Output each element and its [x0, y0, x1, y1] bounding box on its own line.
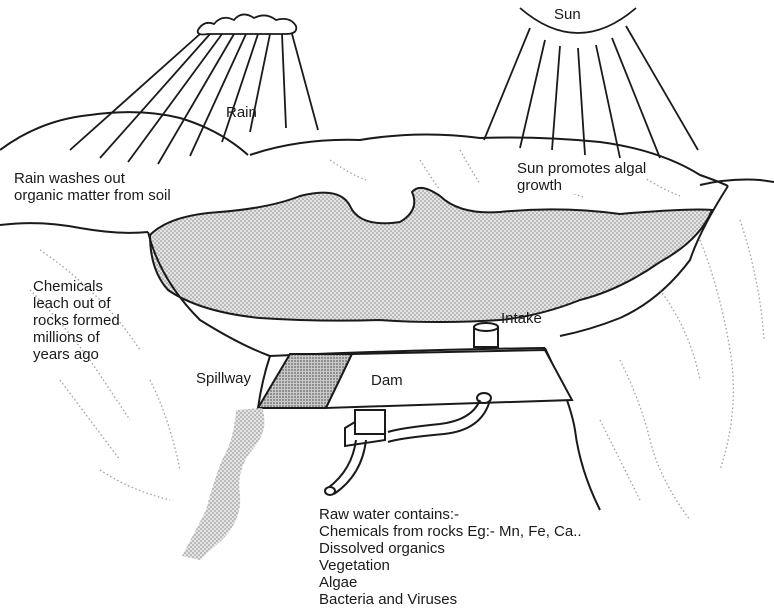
raw-water-line-6: Bacteria and Viruses	[319, 591, 582, 608]
dam-body	[326, 350, 572, 408]
far-ridge	[250, 134, 728, 186]
sun-ray	[520, 40, 545, 148]
rain-line	[222, 34, 258, 142]
spillway-stream	[182, 408, 264, 560]
reservoir-water	[150, 188, 712, 322]
rain-line	[100, 34, 210, 158]
sun-ray	[484, 28, 530, 140]
sun-ray	[578, 48, 585, 155]
sun-ray	[612, 38, 660, 158]
raw-water-line-2: Chemicals from rocks Eg:- Mn, Fe, Ca..	[319, 523, 582, 540]
chemicals-line-2: leach out of	[33, 295, 120, 312]
sun-ray	[552, 46, 560, 150]
left-hill	[0, 112, 248, 155]
intake-tower	[474, 323, 498, 347]
dam-label: Dam	[371, 372, 403, 389]
sun-ray	[626, 26, 698, 150]
dam-structure	[258, 350, 572, 408]
rock-texture	[30, 150, 764, 520]
sun-label: Sun	[554, 6, 581, 23]
rain-line	[282, 34, 286, 128]
chemicals-line-1: Chemicals	[33, 278, 120, 295]
rain-graphic	[70, 14, 318, 164]
raw-water-line-5: Algae	[319, 574, 582, 591]
sun-promotes-line-2: growth	[517, 177, 646, 194]
right-ridge	[700, 180, 774, 185]
rain-line	[292, 34, 318, 130]
spillway-label: Spillway	[196, 370, 251, 387]
raw-water-pipe	[325, 393, 491, 495]
chemicals-line-4: millions of	[33, 329, 120, 346]
rain-washes-label: Rain washes out organic matter from soil	[14, 170, 171, 204]
cloud	[198, 14, 297, 34]
rain-washes-line-2: organic matter from soil	[14, 187, 171, 204]
chemicals-line-3: rocks formed	[33, 312, 120, 329]
rain-line	[128, 34, 222, 162]
intake-label: Intake	[501, 310, 542, 327]
rain-washes-line-1: Rain washes out	[14, 170, 171, 187]
chemicals-line-5: years ago	[33, 346, 120, 363]
rain-label: Rain	[226, 104, 257, 121]
sun-promotes-line-1: Sun promotes algal	[517, 160, 646, 177]
left-bank	[0, 223, 148, 233]
raw-water-line-1: Raw water contains:-	[319, 506, 582, 523]
sun-promotes-label: Sun promotes algal growth	[517, 160, 646, 194]
sun-graphic	[484, 8, 698, 158]
raw-water-line-3: Dissolved organics	[319, 540, 582, 557]
raw-water-line-4: Vegetation	[319, 557, 582, 574]
chemicals-label: Chemicals leach out of rocks formed mill…	[33, 278, 120, 363]
raw-water-label: Raw water contains:- Chemicals from rock…	[319, 506, 582, 608]
